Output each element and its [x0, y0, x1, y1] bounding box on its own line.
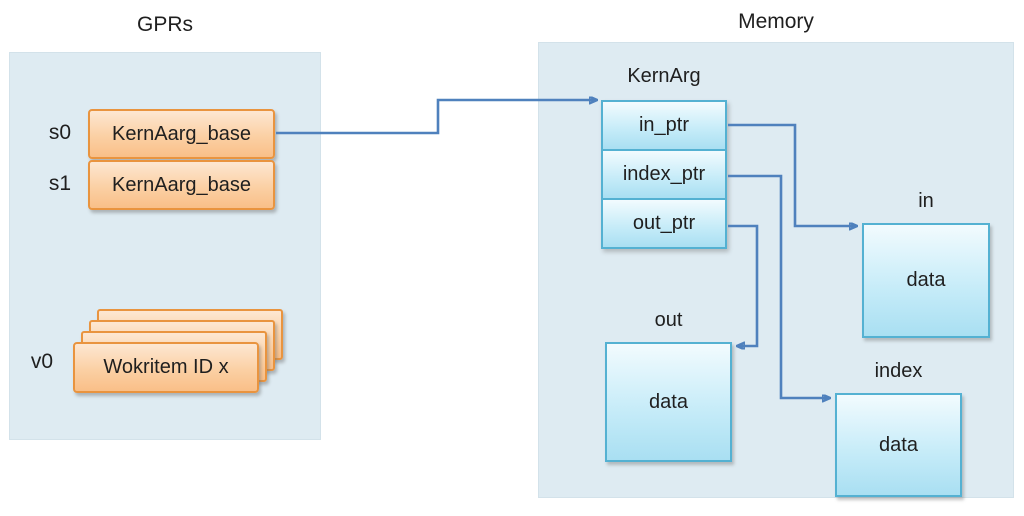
kernarg-field-in-ptr: in_ptr — [601, 100, 727, 151]
buffer-index-box: data — [835, 393, 962, 497]
register-box-s1: KernAarg_base — [88, 160, 275, 210]
register-label-s1: s1 — [48, 172, 72, 195]
kernarg-stack: in_ptr index_ptr out_ptr — [601, 100, 727, 249]
kernarg-field-index-ptr: index_ptr — [601, 149, 727, 200]
kernarg-label: KernArg — [627, 65, 701, 87]
workitem-card-front: Wokritem ID x — [73, 342, 259, 393]
register-label-s0: s0 — [48, 121, 72, 144]
buffer-in-label: in — [918, 190, 934, 212]
register-box-s0: KernAarg_base — [88, 109, 275, 159]
buffer-index-label: index — [874, 360, 923, 382]
kernarg-field-out-ptr: out_ptr — [601, 198, 727, 249]
gprs-title: GPRs — [136, 13, 193, 36]
register-label-v0: v0 — [30, 350, 54, 373]
memory-title: Memory — [738, 10, 814, 33]
buffer-in-box: data — [862, 223, 990, 338]
buffer-out-box: data — [605, 342, 732, 462]
buffer-out-label: out — [654, 309, 683, 331]
